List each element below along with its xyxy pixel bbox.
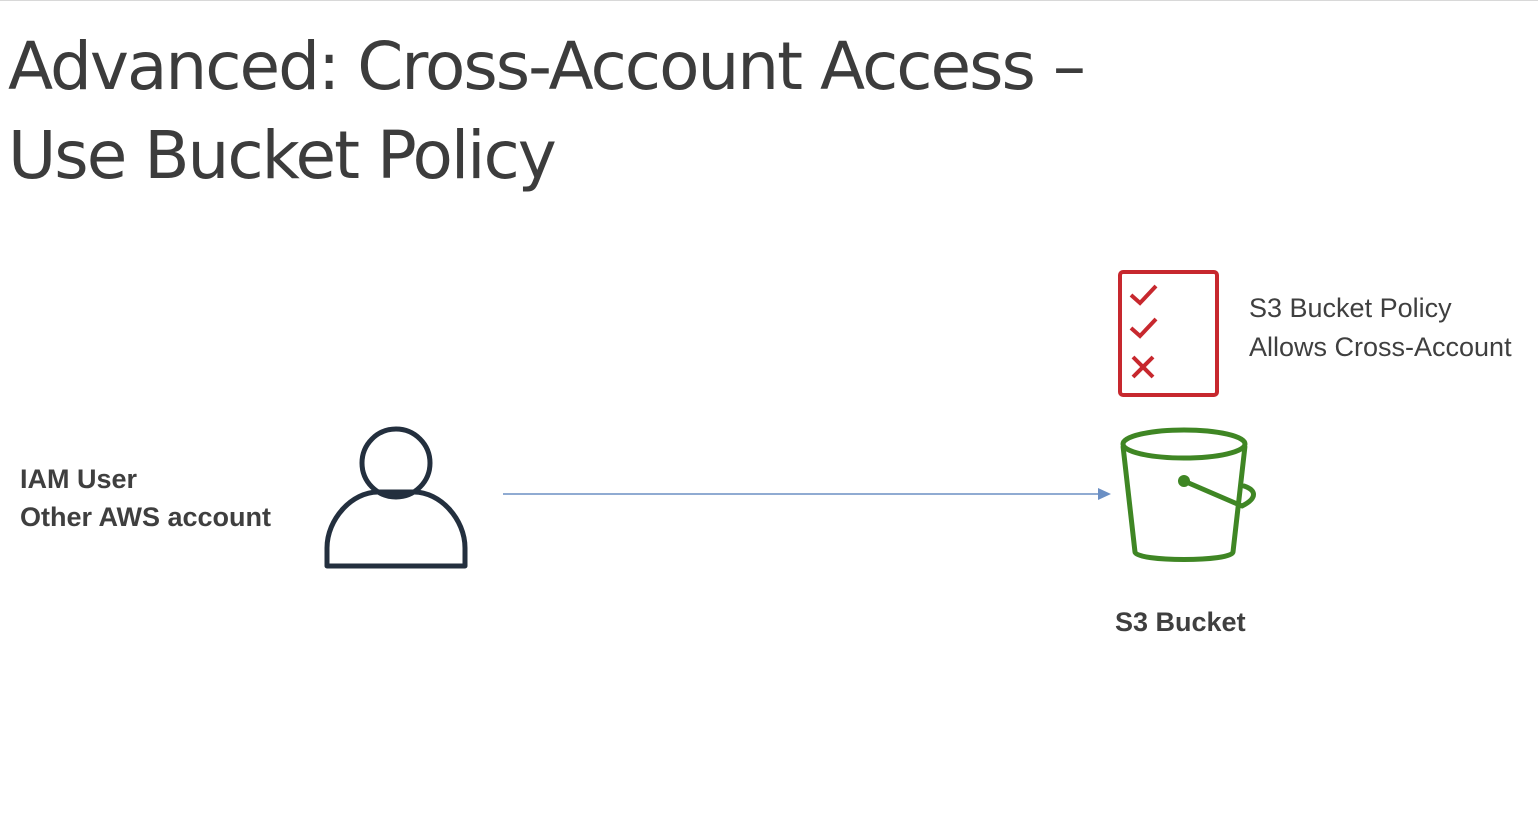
s3-bucket-label: S3 Bucket [1115,607,1246,637]
access-arrow [503,488,1111,500]
slide-title-line-2: Use Bucket Policy [8,117,557,194]
top-rule [0,0,1538,1]
bucket-policy-label-line-2: Allows Cross-Account [1249,332,1512,362]
policy-checklist-icon [1118,270,1219,397]
bucket-policy-label-line-1: S3 Bucket Policy [1249,293,1452,323]
iam-user-label-line-2: Other AWS account [20,502,272,532]
s3-bucket-icon [1120,427,1256,562]
bucket-policy-label: S3 Bucket Policy Allows Cross-Account [1249,289,1512,367]
iam-user-label-line-1: IAM User [20,464,138,494]
iam-user-label: IAM User Other AWS account [20,460,271,536]
user-icon [324,426,468,569]
slide-title: Advanced: Cross-Account Access – Use Buc… [8,22,1086,200]
slide-title-line-1: Advanced: Cross-Account Access – [8,28,1086,105]
